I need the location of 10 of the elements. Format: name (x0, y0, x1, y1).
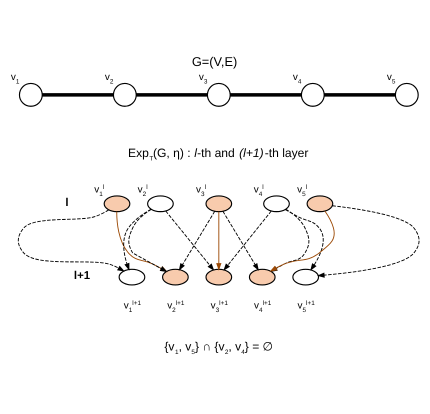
node-label: v$_{3}$ (198, 72, 208, 86)
label: l (65, 196, 69, 209)
node-label: v$_{4}$ (292, 72, 302, 86)
label: {v$_{1}$, v$_{5}$} ∩ {v$_{2}$, v$_{4}$} = ∅ (164, 340, 273, 356)
label: Exp$_{T}$(G, η) : l-th and (l+1)-th layer (128, 146, 308, 162)
node-label: v$_{1}$ (10, 72, 20, 86)
node-label: v$_{5}$ (386, 72, 396, 86)
diagram-title: G=(V,E) (192, 54, 238, 69)
label: l+1 (74, 270, 90, 282)
node-label: v$_{2}$ (104, 72, 114, 86)
